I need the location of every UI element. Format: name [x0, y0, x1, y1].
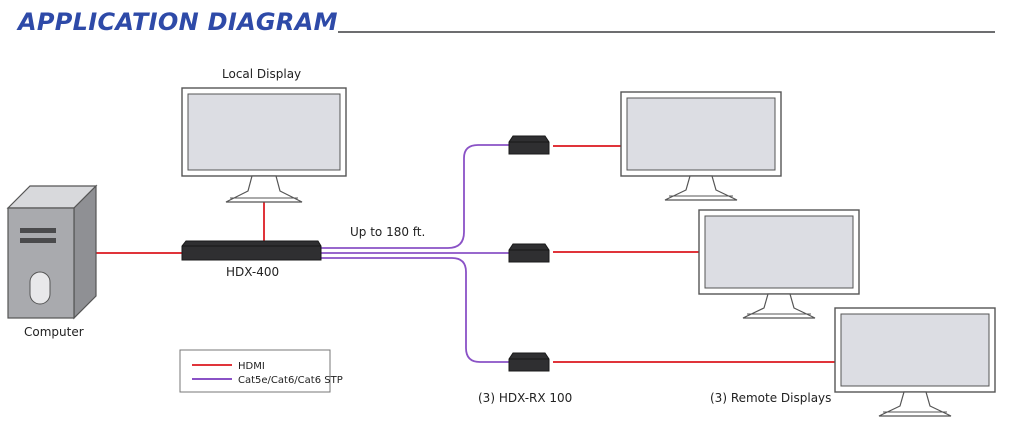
- page-title: APPLICATION DIAGRAM: [18, 8, 338, 36]
- cat-cable-1: [321, 144, 509, 249]
- legend: HDMI Cat5e/Cat6/Cat6 STP: [179, 349, 343, 393]
- cat-cables: [321, 144, 509, 363]
- computer-tower: [6, 184, 98, 320]
- legend-hdmi-label: HDMI: [238, 361, 265, 372]
- remote-display-1: [620, 91, 782, 201]
- hdx-400-switch: [181, 240, 322, 261]
- remote-display-3: [834, 307, 996, 417]
- switch-label: HDX-400: [226, 265, 279, 279]
- legend-box: [179, 349, 331, 393]
- receiver-2: [508, 243, 550, 263]
- remote-displays-label: (3) Remote Displays: [710, 391, 831, 405]
- computer-label: Computer: [24, 325, 84, 339]
- receiver-1: [508, 135, 550, 155]
- hdmi-cables: [95, 145, 836, 363]
- distance-label: Up to 180 ft.: [350, 225, 425, 239]
- receiver-3: [508, 352, 550, 372]
- remote-display-2: [698, 209, 860, 319]
- local-display-label: Local Display: [222, 67, 301, 81]
- receivers-label: (3) HDX-RX 100: [478, 391, 572, 405]
- local-display-monitor: [181, 87, 347, 203]
- legend-cat-label: Cat5e/Cat6/Cat6 STP: [238, 375, 343, 386]
- title-divider: [338, 31, 995, 33]
- cat-cable-3: [321, 257, 509, 363]
